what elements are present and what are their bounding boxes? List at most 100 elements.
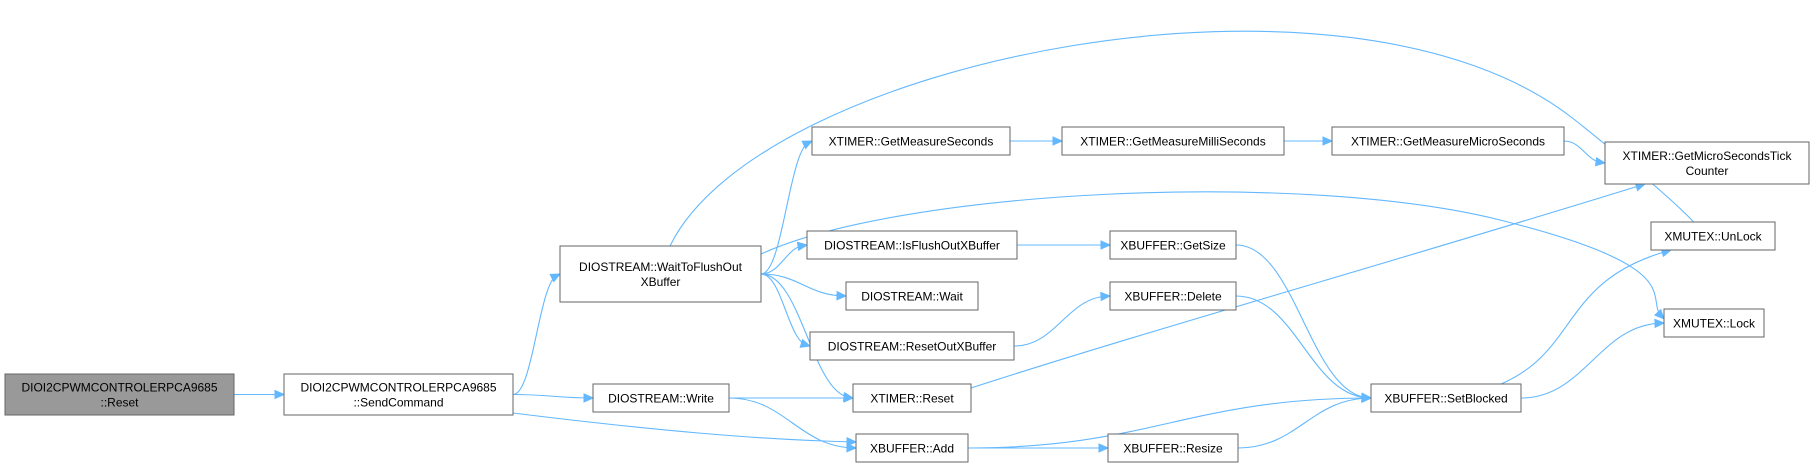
node-label-wait-flush-1: XBuffer <box>641 275 681 289</box>
edge-reset_root-to-send_command <box>233 389 286 400</box>
arrowhead-send_command-to-xbuffer_add <box>846 437 858 447</box>
edge-line-diostream_write-to-xbuffer_add <box>728 397 857 449</box>
node-box-set-blocked[interactable] <box>1370 383 1522 413</box>
node-box-xmutex-unlock[interactable] <box>1650 221 1776 251</box>
edge-line-xtimer_reset-to-get_micro_tick <box>970 183 1646 389</box>
edge-wait_flush-to-diostream_wait <box>760 273 848 301</box>
edge-line-reset_out_buffer-to-xbuffer_delete <box>1013 295 1111 347</box>
node-xmutex-unlock[interactable]: XMUTEX::UnLock <box>1650 221 1776 251</box>
arrowhead-wait_flush-to-get_measure_seconds <box>801 140 814 150</box>
node-label-is-flush-out-0: DIOSTREAM::IsFlushOutXBuffer <box>824 239 1000 253</box>
node-label-xmutex-unlock-0: XMUTEX::UnLock <box>1664 230 1762 244</box>
arrowhead-reset_out_buffer-to-xbuffer_delete <box>1100 291 1112 302</box>
edge-line-xbuffer_delete-to-set_blocked <box>1235 295 1372 399</box>
node-label-get-measure-milli-0: XTIMER::GetMeasureMilliSeconds <box>1080 135 1265 149</box>
arrowhead-set_blocked-to-xmutex_lock <box>1654 318 1666 329</box>
arrowhead-wait_flush-to-is_flush_out <box>796 241 809 252</box>
node-box-xmutex-lock[interactable] <box>1663 308 1765 338</box>
node-xbuffer-add[interactable]: XBUFFER::Add <box>855 433 969 463</box>
arrowhead-reset_root-to-send_command <box>274 389 286 400</box>
node-label-diostream-wait-0: DIOSTREAM::Wait <box>861 290 963 304</box>
node-box-is-flush-out[interactable] <box>806 230 1018 260</box>
arrowhead-wait_flush-to-reset_out_buffer <box>799 338 812 348</box>
edge-line-wait_flush-to-xtimer_reset <box>760 273 854 399</box>
node-get-measure-seconds[interactable]: XTIMER::GetMeasureSeconds <box>811 126 1011 156</box>
node-xbuffer-resize[interactable]: XBUFFER::Resize <box>1107 433 1239 463</box>
node-box-get-micro-tick[interactable] <box>1604 141 1810 185</box>
edge-line-set_blocked-to-xmutex_lock <box>1520 322 1665 399</box>
arrowhead-send_command-to-wait_flush <box>549 273 562 283</box>
node-set-blocked[interactable]: XBUFFER::SetBlocked <box>1370 383 1522 413</box>
node-box-get-measure-micro[interactable] <box>1331 126 1565 156</box>
node-box-xbuffer-delete[interactable] <box>1109 281 1237 311</box>
edge-line-send_command-to-wait_flush <box>512 273 561 396</box>
node-is-flush-out[interactable]: DIOSTREAM::IsFlushOutXBuffer <box>806 230 1018 260</box>
edge-wait_flush-to-get_measure_seconds <box>760 140 814 275</box>
edge-set_blocked-to-xmutex_lock <box>1520 318 1666 399</box>
arrowhead-xbuffer_resize-to-set_blocked <box>1361 393 1373 404</box>
node-label-wait-flush-0: DIOSTREAM::WaitToFlushOut <box>579 260 743 274</box>
edge-wait_flush-to-is_flush_out <box>760 241 809 275</box>
edge-diostream_write-to-xtimer_reset <box>729 393 855 403</box>
edge-xbuffer_add-to-xbuffer_resize <box>968 443 1110 453</box>
node-box-send-command[interactable] <box>283 373 514 416</box>
node-box-wait-flush[interactable] <box>559 245 762 303</box>
edge-line-get_size-to-set_blocked <box>1235 244 1372 399</box>
edge-get_measure_seconds-to-get_measure_milli <box>1009 136 1064 146</box>
node-reset-root[interactable]: DIOI2CPWMCONTROLERPCA9685::Reset <box>4 373 235 416</box>
node-box-get-size[interactable] <box>1109 230 1237 260</box>
edge-xtimer_reset-to-get_micro_tick <box>970 182 1647 389</box>
node-label-get-micro-tick-1: Counter <box>1686 164 1729 178</box>
node-get-size[interactable]: XBUFFER::GetSize <box>1109 230 1237 260</box>
edge-wait_flush-to-xmutex_lock <box>760 191 1665 320</box>
node-label-get-micro-tick-0: XTIMER::GetMicroSecondsTick <box>1623 149 1793 163</box>
edge-send_command-to-diostream_write <box>512 393 595 403</box>
edge-wait_flush-to-reset_out_buffer <box>760 273 812 348</box>
node-box-xbuffer-add[interactable] <box>855 433 969 463</box>
edge-get_size-to-set_blocked <box>1235 244 1373 402</box>
node-box-reset-root[interactable] <box>4 373 235 416</box>
node-box-get-measure-seconds[interactable] <box>811 126 1011 156</box>
edge-line-set_blocked-to-xmutex_unlock <box>1500 249 1672 385</box>
node-box-diostream-wait[interactable] <box>845 281 979 311</box>
edge-send_command-to-wait_flush <box>512 273 562 396</box>
edge-line-wait_flush-to-xmutex_lock <box>760 191 1665 320</box>
arrowhead-get_measure_milli-to-get_measure_micro <box>1322 136 1334 146</box>
node-xmutex-lock[interactable]: XMUTEX::Lock <box>1663 308 1765 338</box>
edge-xbuffer_resize-to-set_blocked <box>1237 393 1373 449</box>
arrowhead-is_flush_out-to-get_size <box>1100 240 1112 250</box>
edge-send_command-to-xbuffer_add <box>512 412 858 447</box>
node-diostream-write[interactable]: DIOSTREAM::Write <box>592 383 730 413</box>
node-get-measure-micro[interactable]: XTIMER::GetMeasureMicroSeconds <box>1331 126 1565 156</box>
node-box-get-measure-milli[interactable] <box>1061 126 1285 156</box>
node-label-diostream-write-0: DIOSTREAM::Write <box>608 392 714 406</box>
node-box-xtimer-reset[interactable] <box>852 383 972 413</box>
node-label-xtimer-reset-0: XTIMER::Reset <box>870 392 954 406</box>
edge-xbuffer_delete-to-set_blocked <box>1235 295 1373 403</box>
edge-diostream_write-to-xbuffer_add <box>728 397 858 453</box>
edge-get_measure_milli-to-get_measure_micro <box>1283 136 1334 146</box>
node-send-command[interactable]: DIOI2CPWMCONTROLERPCA9685::SendCommand <box>283 373 514 416</box>
node-box-reset-out-buffer[interactable] <box>809 331 1015 361</box>
edge-line-send_command-to-diostream_write <box>512 393 594 399</box>
edge-line-wait_flush-to-get_measure_seconds <box>760 140 813 275</box>
node-label-reset-out-buffer-0: DIOSTREAM::ResetOutXBuffer <box>828 340 997 354</box>
node-label-reset-root-0: DIOI2CPWMCONTROLERPCA9685 <box>21 381 217 395</box>
node-xbuffer-delete[interactable]: XBUFFER::Delete <box>1109 281 1237 311</box>
node-xtimer-reset[interactable]: XTIMER::Reset <box>852 383 972 413</box>
node-get-measure-milli[interactable]: XTIMER::GetMeasureMilliSeconds <box>1061 126 1285 156</box>
node-label-set-blocked-0: XBUFFER::SetBlocked <box>1384 392 1507 406</box>
edge-get_measure_micro-to-get_micro_tick <box>1563 140 1607 167</box>
node-label-get-measure-seconds-0: XTIMER::GetMeasureSeconds <box>829 135 994 149</box>
node-box-diostream-write[interactable] <box>592 383 730 413</box>
node-reset-out-buffer[interactable]: DIOSTREAM::ResetOutXBuffer <box>809 331 1015 361</box>
edge-reset_out_buffer-to-xbuffer_delete <box>1013 291 1112 347</box>
edge-line-xbuffer_resize-to-set_blocked <box>1237 397 1372 449</box>
node-diostream-wait[interactable]: DIOSTREAM::Wait <box>845 281 979 311</box>
arrowhead-get_measure_micro-to-get_micro_tick <box>1594 156 1607 167</box>
node-box-xbuffer-resize[interactable] <box>1107 433 1239 463</box>
node-label-get-measure-micro-0: XTIMER::GetMeasureMicroSeconds <box>1351 135 1545 149</box>
